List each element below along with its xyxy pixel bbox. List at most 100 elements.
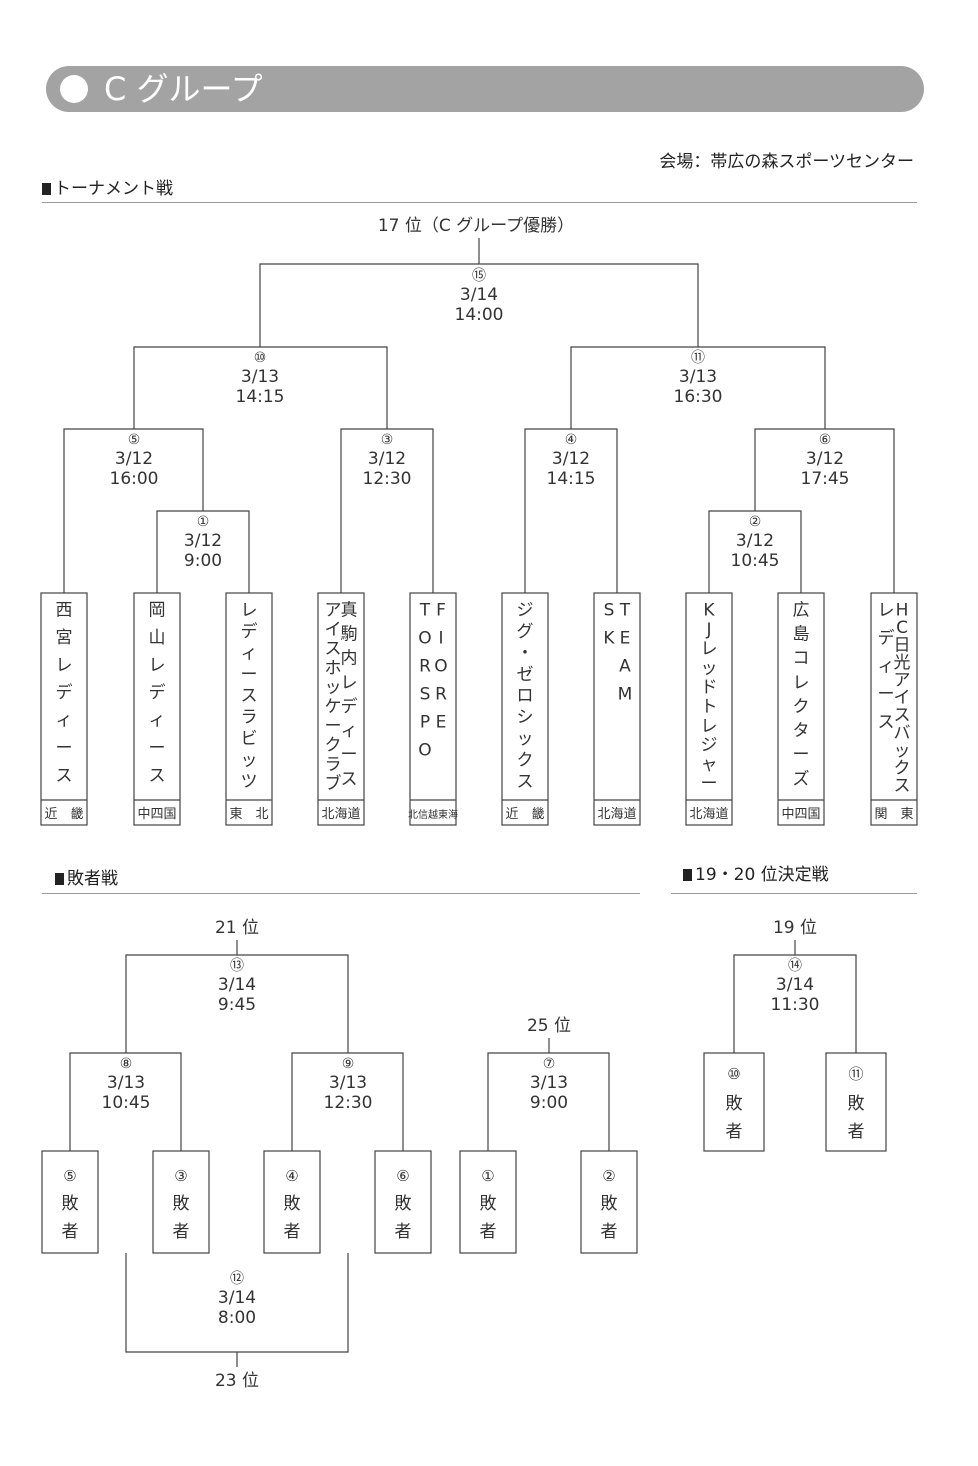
loser-box-label: 者 xyxy=(284,1222,301,1242)
team-name-char: F xyxy=(436,600,446,620)
team-name-char: ブ xyxy=(325,773,342,794)
team-name-char: E xyxy=(620,628,631,648)
team-name-char: K xyxy=(603,628,615,648)
match-2-number: ② xyxy=(749,514,762,530)
section-tournament: トーナメント戦 xyxy=(42,174,173,199)
loser-box-label: 者 xyxy=(62,1222,79,1242)
loser-box-number: ② xyxy=(602,1167,615,1185)
team-name-char: 宮 xyxy=(56,628,73,648)
result-19: 19 位 xyxy=(773,918,817,938)
match-11-number: ⑪ xyxy=(691,350,705,366)
team-box xyxy=(40,592,88,826)
team-name-char: レ xyxy=(56,656,73,676)
team-name-char: ケ xyxy=(325,697,342,717)
team-name-char: レ xyxy=(701,716,718,736)
divider xyxy=(671,893,917,894)
team-name-char: 駒 xyxy=(341,625,358,645)
team-name-char: レ xyxy=(341,673,358,693)
team-name-char: レ xyxy=(241,600,258,620)
team-box xyxy=(409,592,457,826)
team-name-char: ・ xyxy=(517,643,534,663)
team-name-char: ク xyxy=(325,736,342,756)
team-name-char: ィ xyxy=(149,711,166,731)
team-box xyxy=(225,592,273,826)
team-name-char: 光 xyxy=(894,653,911,673)
team-name-char: デ xyxy=(241,621,258,642)
result-21: 21 位 xyxy=(215,918,259,938)
team-box xyxy=(870,592,918,826)
loser-box-label: 敗 xyxy=(395,1194,412,1214)
match-6-date: 3/12 xyxy=(806,449,844,469)
team-name-char: ク xyxy=(894,758,911,778)
team-name-char: A xyxy=(619,656,631,676)
team-name-char: C xyxy=(896,618,908,638)
match-3-time: 12:30 xyxy=(363,469,412,489)
match-5-date: 3/12 xyxy=(115,449,153,469)
match-4-number: ④ xyxy=(565,432,578,448)
team-name-char: レ xyxy=(149,656,166,676)
team-name-char: ス xyxy=(878,712,895,732)
team-name-char: イ xyxy=(894,688,911,708)
match-7-number: ⑦ xyxy=(543,1056,556,1072)
match-8-number: ⑧ xyxy=(120,1056,133,1072)
team-name-char: ス xyxy=(241,686,258,706)
venue-label: 会場：帯広の森スポーツセンター xyxy=(659,152,914,172)
match-1-time: 9:00 xyxy=(184,551,222,571)
loser-box xyxy=(580,1150,638,1254)
team-name-char: ラ xyxy=(241,708,258,728)
team-name-char: P xyxy=(420,712,430,732)
loser-box-number: ④ xyxy=(285,1167,298,1185)
team-name-char: ッ xyxy=(241,751,258,771)
team-region: 中四国 xyxy=(781,807,820,822)
placement-box-label: 敗 xyxy=(848,1094,865,1114)
team-name-char: 日 xyxy=(894,636,911,656)
match-6-time: 17:45 xyxy=(801,469,850,489)
team-name-char: ッ xyxy=(894,741,911,761)
team-name-char: T xyxy=(419,600,431,620)
team-name-char: R xyxy=(435,684,447,704)
loser-box xyxy=(41,1150,99,1254)
team-name-char: バ xyxy=(894,723,911,743)
match-14-number: ⑭ xyxy=(788,958,802,974)
team-name-char: ー xyxy=(878,684,895,704)
result-23: 23 位 xyxy=(215,1371,259,1391)
team-name-char: I xyxy=(438,628,443,648)
match-5-number: ⑤ xyxy=(128,432,141,448)
section-placement-label: 19・20 位決定戦 xyxy=(695,865,829,885)
circle-bullet-icon xyxy=(60,75,88,103)
team-region: 北海道 xyxy=(689,807,728,822)
group-banner: C グループ xyxy=(46,66,924,112)
team-name-char: ィ xyxy=(56,711,73,731)
match-4-time: 14:15 xyxy=(547,469,596,489)
team-name-char: シ xyxy=(517,708,534,728)
team-name-char: レ xyxy=(878,600,895,620)
team-name-char: ー xyxy=(325,716,342,736)
match-11-date: 3/13 xyxy=(679,367,717,387)
team-name-char: ッ xyxy=(517,729,534,749)
square-bullet-icon xyxy=(683,869,692,881)
team-name-char: ー xyxy=(56,738,73,758)
match-3-number: ③ xyxy=(381,432,394,448)
team-name-char: ホ xyxy=(325,658,342,678)
section-tournament-label: トーナメント戦 xyxy=(54,179,173,199)
square-bullet-icon xyxy=(42,183,51,195)
loser-box-label: 敗 xyxy=(173,1194,190,1214)
section-losers: 敗者戦 xyxy=(55,864,118,889)
team-name-char: ア xyxy=(894,671,911,691)
team-name-char: コ xyxy=(793,649,810,669)
loser-box xyxy=(152,1150,210,1254)
team-box xyxy=(593,592,641,826)
team-name-char: ッ xyxy=(701,658,718,678)
team-name-char: ク xyxy=(793,697,810,717)
team-name-char: E xyxy=(436,712,447,732)
team-name-char: ス xyxy=(517,772,534,792)
team-name-char: デ xyxy=(341,696,358,717)
loser-box-number: ⑥ xyxy=(396,1167,409,1185)
team-name-char: ク xyxy=(517,751,534,771)
team-region: 中四国 xyxy=(137,807,176,822)
match-10-time: 14:15 xyxy=(236,387,285,407)
match-10-number: ⑩ xyxy=(254,350,267,366)
team-name-char: デ xyxy=(149,682,166,703)
match-1-date: 3/12 xyxy=(184,531,222,551)
team-name-char: ツ xyxy=(241,772,258,792)
